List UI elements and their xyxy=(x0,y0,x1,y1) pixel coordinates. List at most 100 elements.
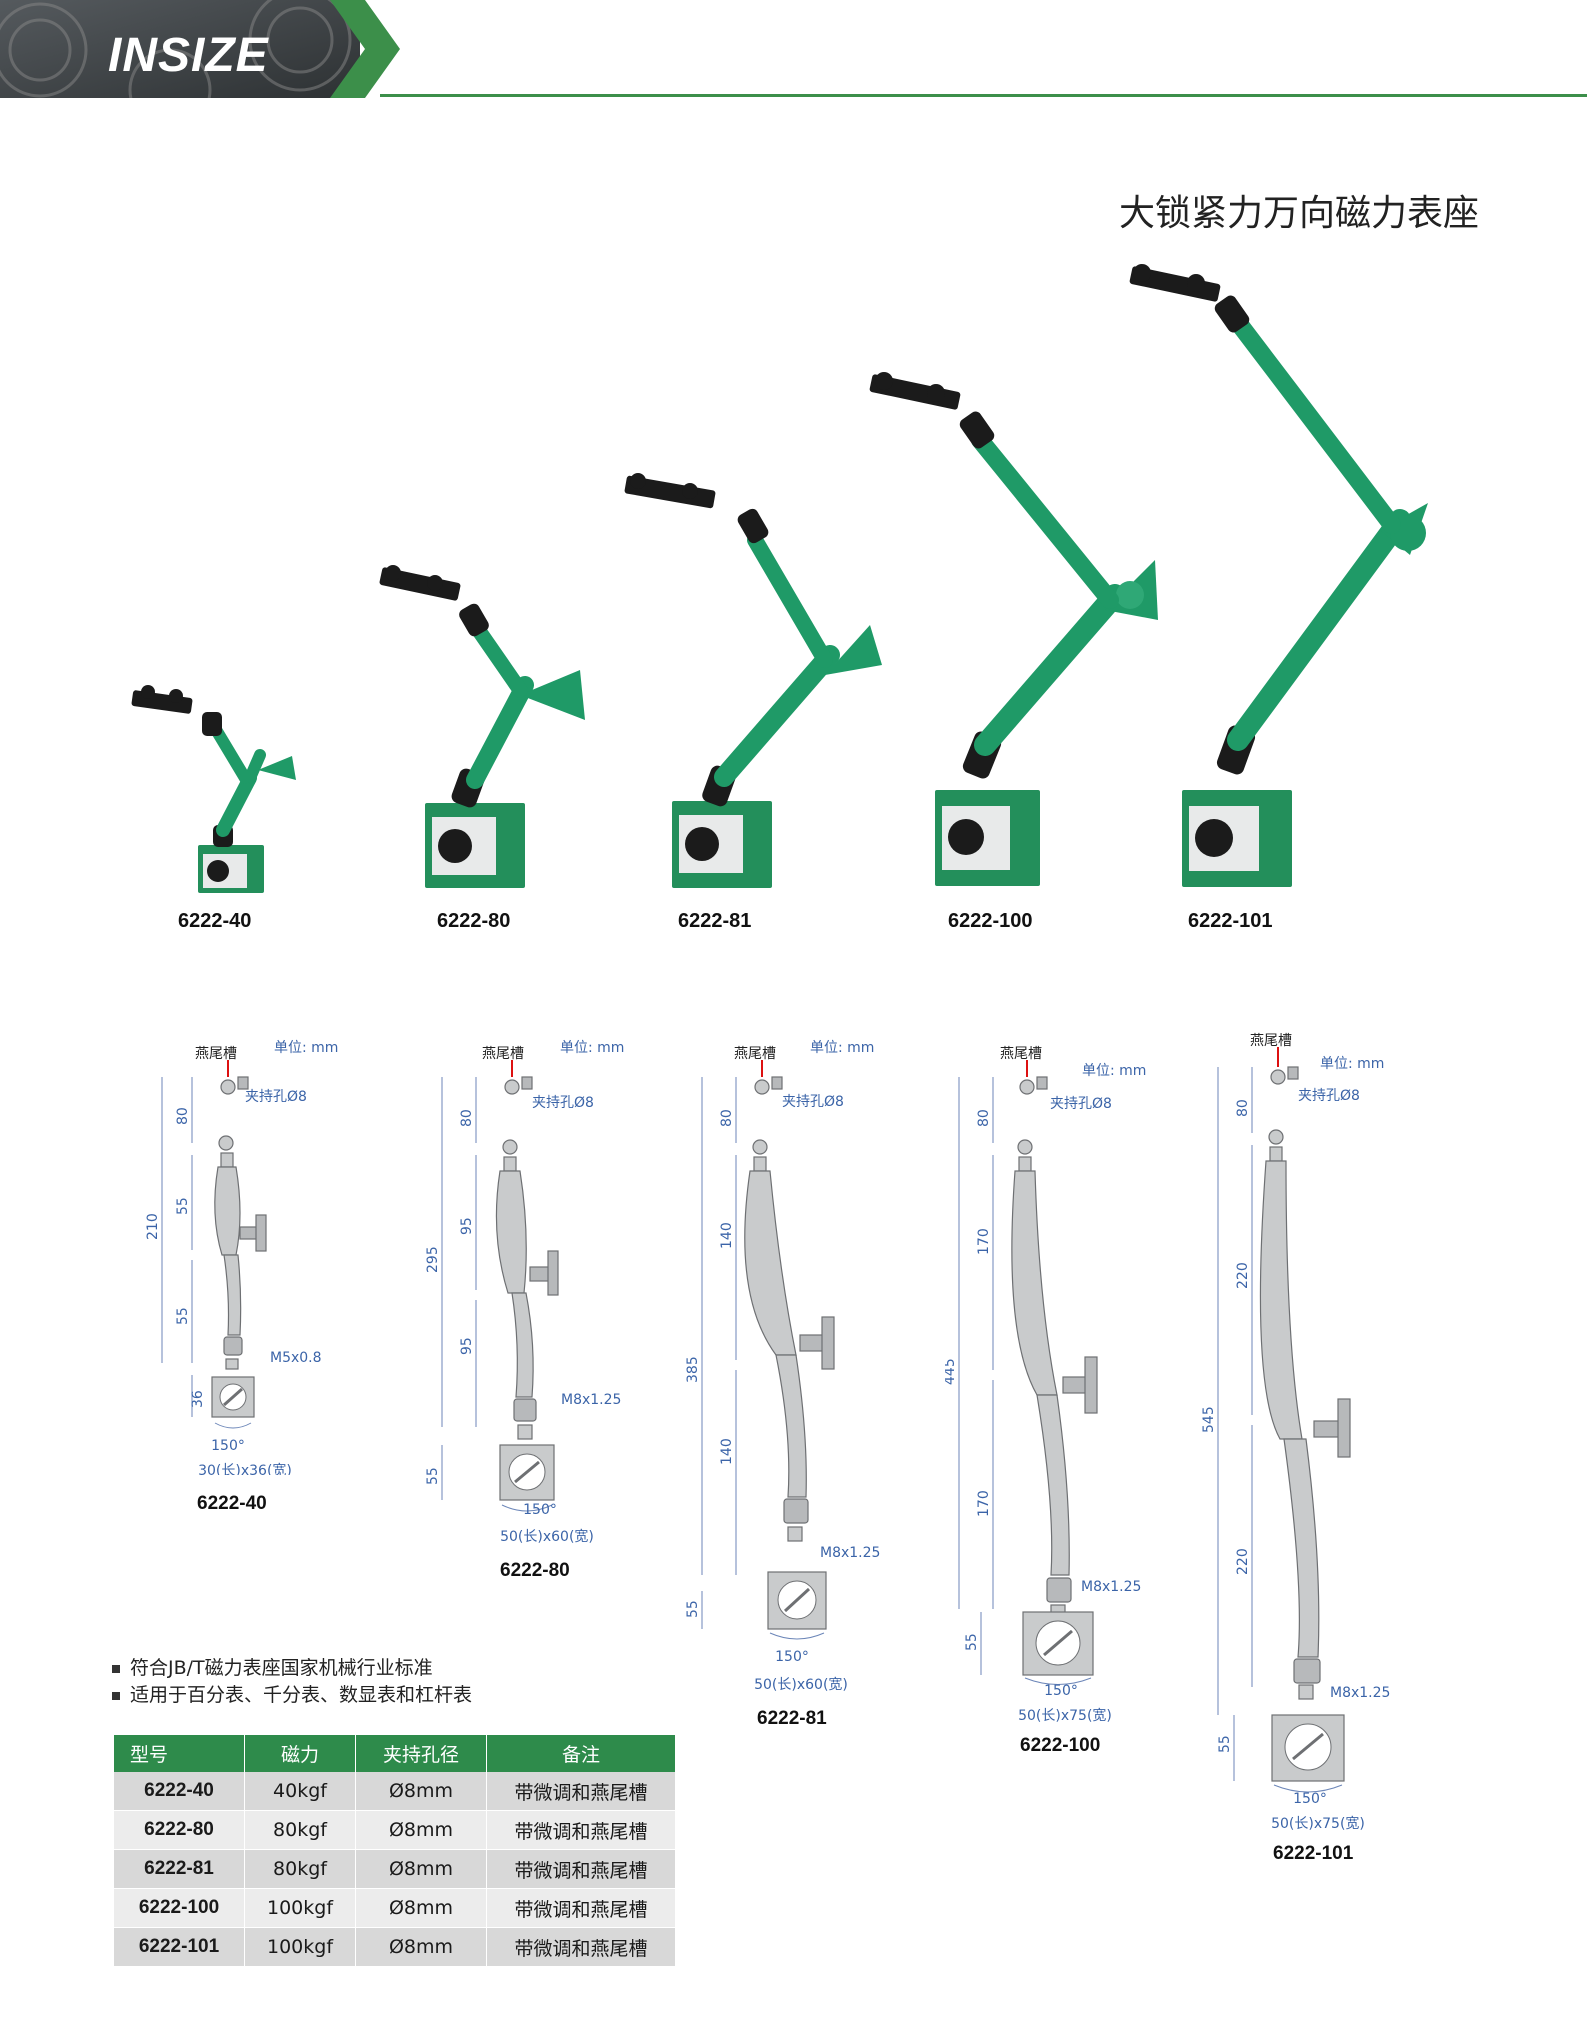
unit-label: 单位: mm xyxy=(560,1040,624,1056)
angle-label: 150° xyxy=(523,1502,557,1518)
page-title: 大锁紧力万向磁力表座 xyxy=(1118,193,1479,234)
product-model-label: 6222-101 xyxy=(1188,910,1273,932)
product-photo-6222-81 xyxy=(624,473,882,888)
dim-seg1: 80 xyxy=(1235,1099,1251,1117)
product-model-label: 6222-100 xyxy=(948,910,1033,932)
angle-label: 150° xyxy=(775,1649,809,1665)
cell-note: 带微调和燕尾槽 xyxy=(486,1888,676,1928)
dim-seg1: 80 xyxy=(175,1107,191,1125)
dim-total: 445 xyxy=(945,1358,958,1385)
dim-seg2: 95 xyxy=(459,1217,475,1235)
dim-base: 55 xyxy=(685,1600,701,1618)
unit-label: 单位: mm xyxy=(1082,1063,1146,1079)
dim-total: 210 xyxy=(145,1213,161,1240)
drawing-model-label: 6222-80 xyxy=(500,1560,570,1581)
cell-note: 带微调和燕尾槽 xyxy=(486,1927,676,1967)
product-model-label: 6222-80 xyxy=(437,910,511,932)
cell-note: 带微调和燕尾槽 xyxy=(486,1810,676,1850)
drawing-model-label: 6222-40 xyxy=(197,1493,267,1514)
clamp-label: 夹持孔Ø8 xyxy=(1050,1096,1112,1112)
dim-base: 55 xyxy=(425,1467,441,1485)
dim-base: 55 xyxy=(964,1633,980,1651)
dim-seg3: 220 xyxy=(1235,1548,1251,1575)
bullet-icon xyxy=(112,1691,120,1700)
base-size-label: 50(长)x75(宽) xyxy=(1271,1815,1365,1832)
angle-label: 150° xyxy=(1044,1683,1078,1699)
dim-seg3: 55 xyxy=(175,1307,191,1325)
cell-force: 100kgf xyxy=(244,1927,356,1967)
product-photo-6222-101 xyxy=(1129,264,1428,887)
thread-label: M5x0.8 xyxy=(270,1350,322,1366)
drawing-model-label: 6222-101 xyxy=(1273,1843,1354,1864)
dovetail-label: 燕尾槽 xyxy=(734,1046,776,1062)
dim-seg2: 55 xyxy=(175,1197,191,1215)
base-size-label: 30(长)x36(宽) xyxy=(198,1462,292,1475)
table-row: 6222-81 80kgf Ø8mm 带微调和燕尾槽 xyxy=(114,1849,676,1889)
product-photo-6222-40 xyxy=(131,685,296,893)
unit-label: 单位: mm xyxy=(274,1040,338,1056)
table-row: 6222-40 40kgf Ø8mm 带微调和燕尾槽 xyxy=(114,1772,676,1811)
column-header: 磁力 xyxy=(244,1735,356,1772)
cell-hole: Ø8mm xyxy=(355,1772,487,1811)
dim-total: 385 xyxy=(685,1356,701,1383)
dim-total: 295 xyxy=(425,1246,441,1273)
clamp-label: 夹持孔Ø8 xyxy=(1298,1088,1360,1104)
unit-label: 单位: mm xyxy=(1320,1056,1384,1072)
clamp-label: 夹持孔Ø8 xyxy=(245,1089,307,1105)
cell-model: 6222-100 xyxy=(114,1888,245,1928)
drawing-model-label: 6222-100 xyxy=(1020,1735,1101,1756)
unit-label: 单位: mm xyxy=(810,1040,874,1056)
dim-seg1: 80 xyxy=(719,1109,735,1127)
cell-note: 带微调和燕尾槽 xyxy=(486,1849,676,1889)
base-size-label: 50(长)x75(宽) xyxy=(1018,1707,1112,1724)
product-model-label: 6222-40 xyxy=(178,910,252,932)
dovetail-label: 燕尾槽 xyxy=(1000,1046,1042,1062)
cell-hole: Ø8mm xyxy=(355,1849,487,1889)
drawing-model-label: 6222-81 xyxy=(757,1708,827,1729)
page-header: INSIZE xyxy=(0,0,1587,98)
cell-force: 80kgf xyxy=(244,1810,356,1850)
cell-model: 6222-81 xyxy=(114,1849,245,1889)
dim-total: 545 xyxy=(1201,1406,1217,1433)
thread-label: M8x1.25 xyxy=(820,1545,880,1561)
thread-label: M8x1.25 xyxy=(1330,1685,1390,1701)
dimension-drawing-6222-80: 燕尾槽 单位: mm 夹持孔Ø8 150° 50(长)x60(宽) 295 80… xyxy=(425,1040,624,1545)
cell-hole: Ø8mm xyxy=(355,1927,487,1967)
dovetail-label: 燕尾槽 xyxy=(1250,1033,1292,1049)
feature-item: 符合JB/T磁力表座国家机械行业标准 xyxy=(112,1655,472,1682)
column-header: 型号 xyxy=(114,1735,245,1772)
dimension-drawing-6222-81: 燕尾槽 单位: mm 夹持孔Ø8 150° 50(长)x60(宽) 385 80… xyxy=(685,1040,880,1693)
brand-logo: INSIZE xyxy=(108,29,269,82)
clamp-label: 夹持孔Ø8 xyxy=(782,1094,844,1110)
product-photo-6222-80 xyxy=(379,565,585,888)
feature-item: 适用于百分表、千分表、数显表和杠杆表 xyxy=(112,1682,472,1709)
thread-label: M8x1.25 xyxy=(1081,1579,1141,1595)
cell-hole: Ø8mm xyxy=(355,1888,487,1928)
cell-model: 6222-40 xyxy=(114,1772,245,1811)
dim-seg3: 170 xyxy=(976,1490,992,1517)
base-size-label: 50(长)x60(宽) xyxy=(754,1676,848,1693)
dimension-drawing-6222-101: 燕尾槽 单位: mm 夹持孔Ø8 150° 50(长)x75(宽) 545 80… xyxy=(1201,1033,1390,1832)
dovetail-label: 燕尾槽 xyxy=(195,1046,237,1062)
dim-base: 36 xyxy=(190,1390,206,1408)
column-header: 备注 xyxy=(486,1735,676,1772)
cell-force: 80kgf xyxy=(244,1849,356,1889)
cell-note: 带微调和燕尾槽 xyxy=(486,1772,676,1811)
column-header: 夹持孔径 xyxy=(355,1735,487,1772)
dim-base: 55 xyxy=(1217,1735,1233,1753)
cell-model: 6222-101 xyxy=(114,1927,245,1967)
dimension-drawing-6222-100: 燕尾槽 单位: mm 夹持孔Ø8 150° 50(长)x75(宽) 445 80… xyxy=(945,1046,1146,1724)
table-header-row: 型号 磁力 夹持孔径 备注 xyxy=(114,1735,676,1772)
angle-label: 150° xyxy=(1293,1791,1327,1807)
dim-seg2: 170 xyxy=(976,1228,992,1255)
dim-seg3: 140 xyxy=(719,1438,735,1465)
cell-force: 40kgf xyxy=(244,1772,356,1811)
cell-model: 6222-80 xyxy=(114,1810,245,1850)
spec-table: 型号 磁力 夹持孔径 备注 6222-40 40kgf Ø8mm 带微调和燕尾槽… xyxy=(114,1735,676,1967)
thread-label: M8x1.25 xyxy=(561,1392,621,1408)
dimension-drawing-6222-40: 燕尾槽 单位: mm 夹持孔Ø8 150° 30(长)x36(宽) 210 80… xyxy=(145,1040,338,1475)
dim-seg3: 95 xyxy=(459,1337,475,1355)
header-banner xyxy=(0,0,400,98)
dim-seg2: 220 xyxy=(1235,1262,1251,1289)
table-row: 6222-100 100kgf Ø8mm 带微调和燕尾槽 xyxy=(114,1888,676,1928)
